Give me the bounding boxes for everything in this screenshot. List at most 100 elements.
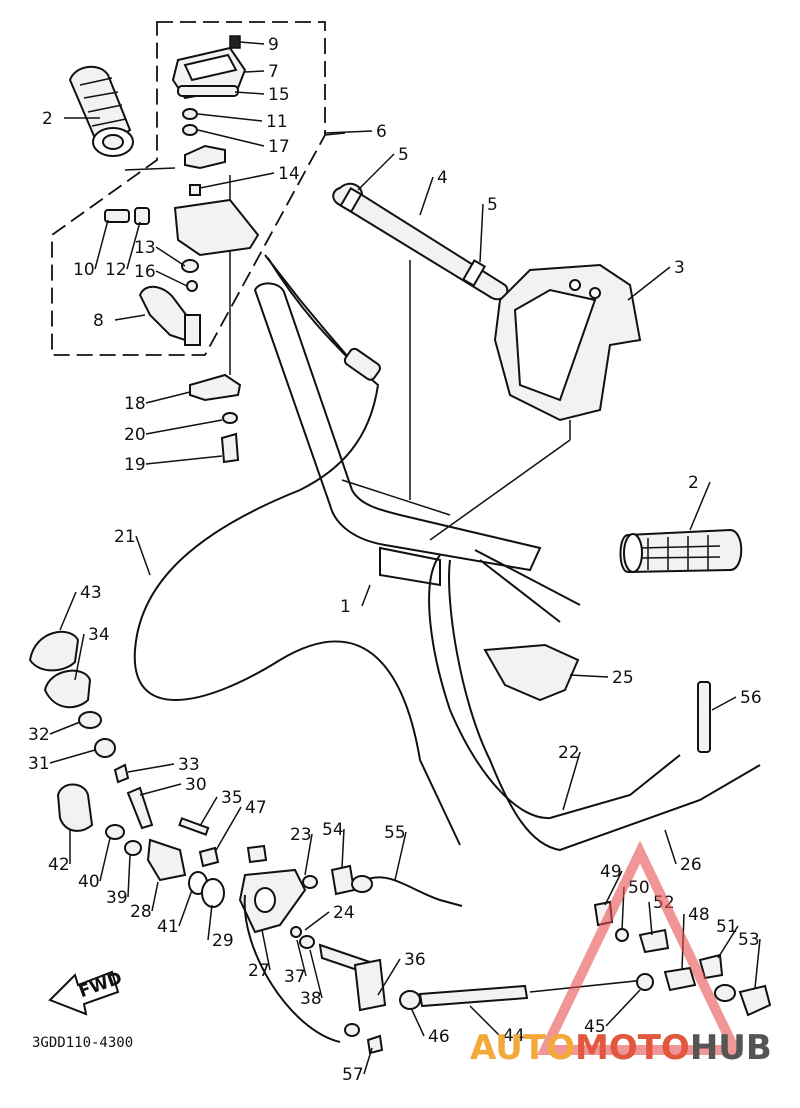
rear-linkage <box>399 900 772 1017</box>
callout-label-57: 57 <box>342 1065 364 1085</box>
callout-leader <box>199 172 275 189</box>
callout-label-16: 16 <box>134 262 156 282</box>
watermark-brand-hub: HUB <box>690 1028 772 1068</box>
callout-leader <box>145 419 223 435</box>
callout-label-11: 11 <box>266 112 288 132</box>
callout-leader <box>479 203 484 263</box>
callout-leader <box>127 854 131 898</box>
callout-label-9: 9 <box>268 35 279 55</box>
callout-leader <box>296 939 307 977</box>
callout-label-39: 39 <box>106 888 128 908</box>
callout-label-18: 18 <box>124 394 146 414</box>
callout-leader <box>127 763 175 773</box>
callout-label-22: 22 <box>558 743 580 763</box>
callout-label-23: 23 <box>290 825 312 845</box>
callout-label-21: 21 <box>114 527 136 547</box>
callout-leader <box>377 958 401 996</box>
callout-leader <box>394 831 407 881</box>
callout-label-41: 41 <box>157 917 179 937</box>
callout-leader <box>664 829 677 865</box>
callout-leader <box>569 674 609 678</box>
callout-label-49: 49 <box>600 862 622 882</box>
callout-label-27: 27 <box>248 961 270 981</box>
callout-label-5: 5 <box>398 145 409 165</box>
callout-leader <box>197 113 263 122</box>
callout-label-3: 3 <box>674 258 685 278</box>
callout-label-8: 8 <box>93 311 104 331</box>
callout-leader <box>341 828 345 869</box>
callout-label-14: 14 <box>278 164 300 184</box>
callout-label-24: 24 <box>333 903 355 923</box>
callout-leader <box>214 806 242 853</box>
right-grip <box>619 528 743 574</box>
callout-label-50: 50 <box>628 878 650 898</box>
control-cables <box>428 549 761 852</box>
callout-leader <box>754 938 761 989</box>
cable-tie <box>697 681 711 753</box>
callout-label-5: 5 <box>487 195 498 215</box>
callout-label-10: 10 <box>73 260 95 280</box>
callout-label-33: 33 <box>178 755 200 775</box>
callout-label-42: 42 <box>48 855 70 875</box>
callout-label-31: 31 <box>28 754 50 774</box>
callout-label-17: 17 <box>268 137 290 157</box>
callout-leader <box>357 153 395 191</box>
callout-leader <box>648 901 653 936</box>
callout-label-1: 1 <box>340 597 351 617</box>
callout-leader <box>155 270 188 287</box>
callout-leader <box>361 584 371 607</box>
callout-label-45: 45 <box>584 1017 606 1037</box>
callout-leader <box>324 130 373 134</box>
callout-leader <box>197 129 265 147</box>
callout-label-25: 25 <box>612 668 634 688</box>
watermark: AUTOMOTOHUB <box>470 840 772 1068</box>
lever-parts <box>28 630 225 908</box>
callout-leader <box>178 889 193 927</box>
clamp-parts <box>189 373 242 464</box>
callout-label-47: 47 <box>245 798 267 818</box>
callout-leader <box>155 246 186 267</box>
callout-leader <box>145 391 191 404</box>
callout-leader <box>309 949 323 999</box>
callout-leader <box>605 989 641 1027</box>
fwd-arrow: FWD <box>48 968 125 1016</box>
callout-label-20: 20 <box>124 425 146 445</box>
callout-label-30: 30 <box>185 775 207 795</box>
callout-leader <box>145 455 223 465</box>
callout-label-4: 4 <box>437 168 448 188</box>
left-grip <box>68 65 134 157</box>
watermark-brand: AUTOMOTOHUB <box>470 1028 772 1068</box>
callout-labels: 1223455678910111213141516171819202122232… <box>28 35 762 1085</box>
callout-label-40: 40 <box>78 872 100 892</box>
callout-label-43: 43 <box>80 583 102 603</box>
callout-label-48: 48 <box>688 905 710 925</box>
callout-label-44: 44 <box>503 1026 525 1046</box>
callout-label-35: 35 <box>221 788 243 808</box>
switch-bracket <box>483 643 580 702</box>
drawing-code: 3GDD110-4300 <box>32 1035 133 1051</box>
watermark-brand-moto: MOTO <box>575 1028 690 1068</box>
switch-assembly-outline <box>51 21 346 356</box>
callout-leader <box>562 751 581 811</box>
callout-label-32: 32 <box>28 725 50 745</box>
callout-leader <box>114 314 146 321</box>
callout-label-54: 54 <box>322 820 344 840</box>
callout-label-28: 28 <box>130 902 152 922</box>
callout-leader <box>469 1005 500 1036</box>
handlebar <box>253 282 542 587</box>
callout-leader <box>363 1047 373 1075</box>
callout-leader <box>151 881 159 912</box>
callout-leader <box>244 70 265 73</box>
callout-label-2: 2 <box>688 473 699 493</box>
callout-label-51: 51 <box>716 917 738 937</box>
callout-leader <box>689 481 711 531</box>
callout-label-53: 53 <box>738 930 760 950</box>
callout-label-19: 19 <box>124 455 146 475</box>
callout-label-46: 46 <box>428 1027 450 1047</box>
callout-leader <box>419 176 434 216</box>
callout-label-34: 34 <box>88 625 110 645</box>
callout-label-29: 29 <box>212 931 234 951</box>
callout-leader <box>604 870 623 906</box>
callout-label-12: 12 <box>105 260 127 280</box>
callout-label-26: 26 <box>680 855 702 875</box>
